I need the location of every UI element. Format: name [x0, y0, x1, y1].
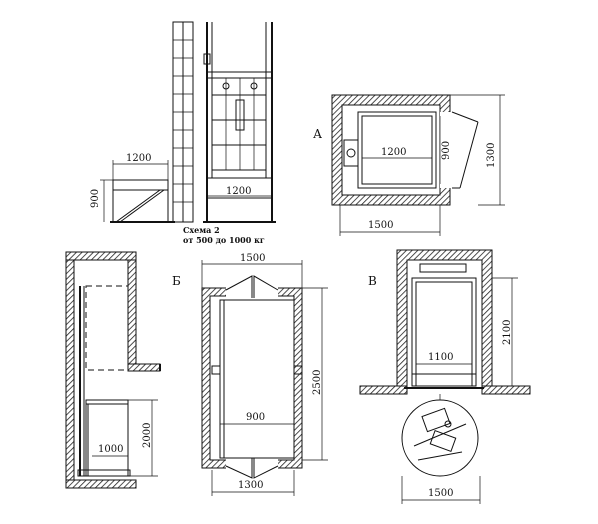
plan-b: Б 1500 2500 900 1300 — [172, 253, 328, 496]
dim-plan-b-bottom-width: 1300 — [238, 480, 263, 491]
dim-plan-b-height: 2500 — [312, 370, 323, 395]
label-v: В — [368, 274, 377, 288]
label-a: А — [313, 127, 322, 141]
dim-plan-a-outer-depth: 1300 — [486, 143, 497, 168]
dim-top-left-width: 1200 — [126, 153, 151, 164]
small-car-side-view: 1200 900 — [90, 21, 194, 223]
dim-section-door-height: 2000 — [142, 423, 153, 448]
dim-elev-v-width: 1100 — [428, 352, 453, 363]
elevator-frame-front-view: 1200 Схема 2 от 500 до 1000 кг — [183, 22, 276, 245]
dim-plan-a-outer-width: 1500 — [368, 220, 393, 231]
dim-plan-a-inner-depth: 900 — [441, 141, 452, 160]
dim-elev-v-height: 2100 — [502, 320, 513, 345]
dim-section-door-width: 1000 — [98, 444, 123, 455]
dim-plan-b-inner-width: 900 — [246, 412, 265, 423]
shaft-section: 1000 2000 — [65, 251, 161, 489]
dim-plan-a-inner-width: 1200 — [381, 147, 406, 158]
dim-top-left-height: 900 — [90, 189, 101, 208]
dim-top-mid-width: 1200 — [226, 186, 251, 197]
dim-plan-b-top-width: 1500 — [240, 253, 265, 264]
caption-capacity: от 500 до 1000 кг — [183, 235, 265, 245]
label-b: Б — [172, 274, 181, 288]
caption-scheme: Схема 2 — [183, 225, 220, 235]
elevation-v: В 1100 2100 1500 — [359, 249, 531, 504]
dim-elev-v-bottom-width: 1500 — [428, 488, 453, 499]
plan-a: А 1200 900 1300 1500 — [313, 94, 505, 236]
